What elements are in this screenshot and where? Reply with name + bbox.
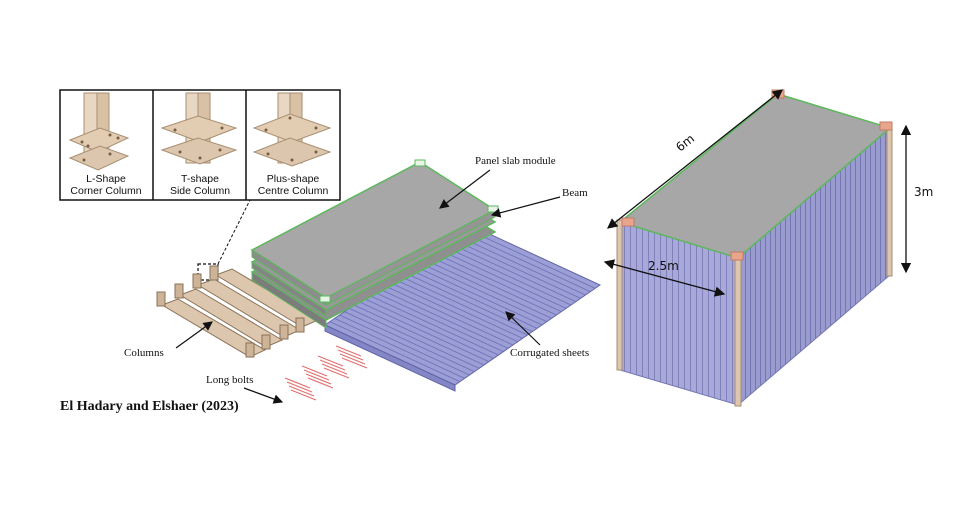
corrugation-ridge bbox=[402, 271, 533, 333]
label-corrugated-sheets: Corrugated sheets bbox=[510, 347, 589, 359]
corrugation-ridge bbox=[344, 311, 475, 373]
corrugation-ridge bbox=[397, 274, 528, 336]
corrugation-ridge bbox=[440, 244, 572, 306]
corrugation-ridge bbox=[416, 261, 548, 323]
corrugation-ridge bbox=[339, 314, 470, 376]
plus-shape-line2: Centre Column bbox=[258, 185, 329, 197]
corrugation-ridge bbox=[450, 237, 581, 299]
citation: El Hadary and Elshaer (2023) bbox=[60, 399, 239, 414]
label-panel-slab-module: Panel slab module bbox=[475, 155, 556, 167]
corrugation-ridge bbox=[460, 231, 591, 293]
zoom-indicator bbox=[197, 199, 251, 281]
corrugation-ridge bbox=[368, 294, 499, 356]
corrugation-ridge bbox=[373, 291, 504, 353]
t-shape-line2: Side Column bbox=[170, 185, 230, 197]
corrugation-ridge bbox=[329, 321, 461, 383]
corrugation-ridge bbox=[334, 317, 465, 379]
dimension-width: 2.5m bbox=[648, 259, 679, 273]
corrugation-ridge bbox=[348, 307, 480, 369]
plus-shape-line1: Plus-shape bbox=[267, 173, 320, 185]
corrugation-ridge bbox=[455, 234, 586, 296]
dimension-height: 3m bbox=[914, 185, 933, 199]
l-shape-line2: Corner Column bbox=[70, 185, 141, 197]
corrugation-ridge bbox=[392, 277, 523, 339]
corrugation-ridge bbox=[377, 287, 509, 349]
corrugation-ridge bbox=[358, 301, 490, 363]
corrugation-ridge bbox=[421, 257, 552, 319]
column-frame bbox=[156, 265, 320, 358]
corrugation-ridge bbox=[382, 284, 514, 346]
label-beam: Beam bbox=[562, 187, 588, 199]
corrugation-ridge bbox=[363, 297, 494, 359]
l-shape-column-illustration bbox=[68, 92, 130, 171]
assembled-container bbox=[616, 89, 893, 407]
l-shape-line1: L-Shape bbox=[86, 173, 126, 185]
t-shape-line1: T-shape bbox=[181, 173, 219, 185]
dimension-length: 6m bbox=[673, 131, 697, 154]
label-long-bolts: Long bolts bbox=[206, 374, 253, 386]
corrugation-ridge bbox=[426, 254, 557, 316]
corrugation-ridge bbox=[435, 247, 567, 309]
long-bolts-group bbox=[284, 345, 368, 401]
corrugation-ridge bbox=[431, 251, 562, 313]
corrugation-ridge bbox=[445, 241, 577, 303]
t-shape-column-illustration bbox=[160, 92, 238, 165]
plus-shape-column-illustration bbox=[252, 92, 332, 167]
corrugation-ridge bbox=[353, 304, 485, 366]
corrugation-ridge bbox=[464, 227, 596, 289]
corrugation-ridge bbox=[411, 264, 543, 326]
column-types-inset: L-Shape Corner Column T-shape Side Colum… bbox=[59, 89, 341, 201]
corrugation-ridge bbox=[387, 281, 519, 343]
corrugation-ridge bbox=[406, 267, 538, 329]
label-columns: Columns bbox=[124, 347, 164, 359]
